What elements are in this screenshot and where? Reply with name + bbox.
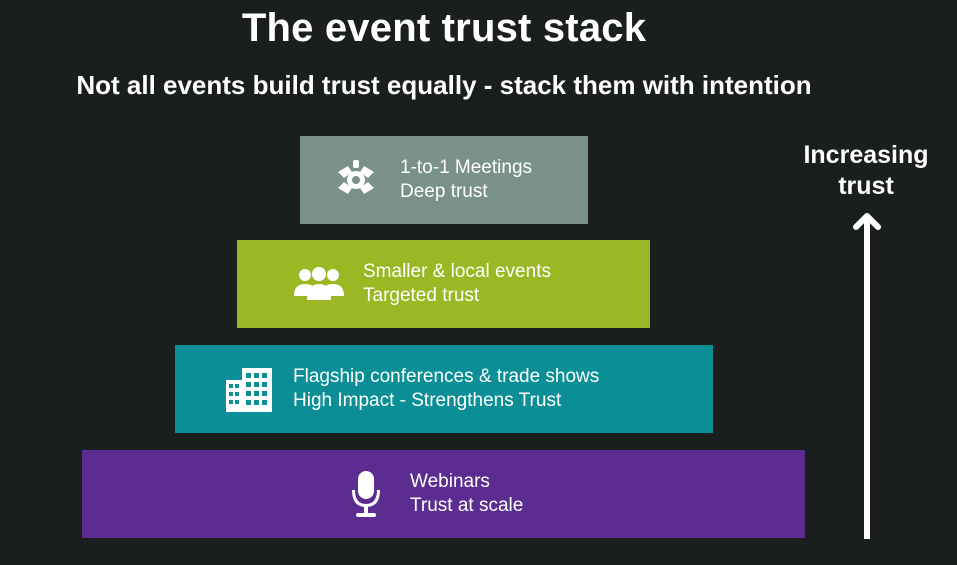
tier-description: Deep trust (400, 181, 488, 202)
tier-description: Targeted trust (363, 285, 480, 306)
up-arrow-icon (852, 205, 882, 546)
building-icon (223, 363, 275, 415)
tier-name: Smaller & local events (363, 261, 551, 282)
group-icon (293, 258, 345, 310)
arrow-label-line1: Increasing (803, 141, 929, 169)
tier-name: Flagship conferences & trade shows (293, 366, 600, 387)
tier-webinars: Webinars Trust at scale (82, 450, 805, 538)
tier-flagship-conferences: Flagship conferences & trade shows High … (175, 345, 713, 433)
microphone-icon (340, 468, 392, 520)
handshake-icon (330, 154, 382, 206)
page-subtitle: Not all events build trust equally - sta… (76, 70, 812, 100)
page-title: The event trust stack (241, 6, 647, 50)
tier-description: Trust at scale (410, 495, 524, 516)
tier-description: High Impact - Strengthens Trust (293, 390, 562, 411)
tier-local-events: Smaller & local events Targeted trust (237, 240, 650, 328)
tier-meetings: 1-to-1 Meetings Deep trust (300, 136, 588, 224)
tier-name: Webinars (410, 471, 490, 492)
arrow-label: Increasing trust (790, 140, 942, 202)
arrow-label-line2: trust (838, 172, 894, 200)
tier-name: 1-to-1 Meetings (400, 157, 533, 178)
